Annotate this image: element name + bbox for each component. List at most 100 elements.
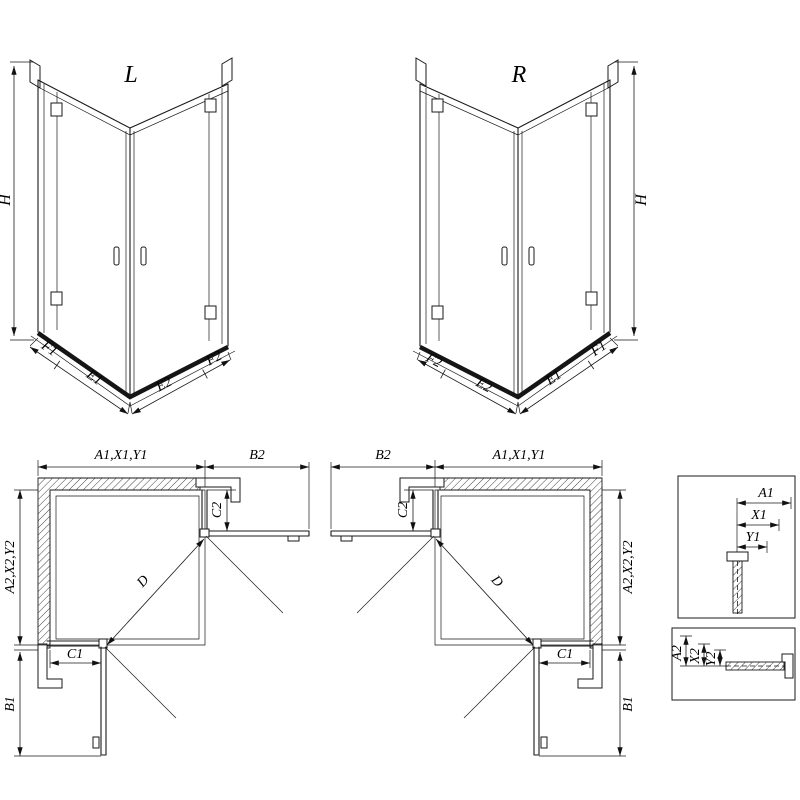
iso-view-left: L H F1 E1 E2 F2 xyxy=(0,57,236,415)
shower-tray-edge xyxy=(36,331,230,400)
wall-profile xyxy=(726,551,749,562)
hinge-icon xyxy=(532,638,542,649)
plan-view-right: D B2 A1,X1,Y1 C2 A2,X2,Y2 B1 C1 xyxy=(330,448,636,757)
dim-label-f1: F1 xyxy=(588,339,610,361)
dim-label-c2: C2 xyxy=(210,502,225,518)
wall-profile xyxy=(399,477,445,503)
open-door-top xyxy=(330,530,432,537)
dim-label-b1: B1 xyxy=(3,696,18,712)
open-door-bottom xyxy=(533,646,540,756)
wall-profile xyxy=(37,643,63,689)
door-handle-icon xyxy=(113,246,120,266)
plan-view-left: D A1,X1,Y1 B2 C2 A2,X2,Y2 B1 C1 xyxy=(3,448,310,757)
door-handle-icon xyxy=(340,535,353,542)
extension-lines xyxy=(14,489,101,757)
dim-label-c1: C1 xyxy=(67,647,83,662)
vertical-edges xyxy=(419,79,611,397)
dim-tick xyxy=(440,369,446,379)
bottom-extension-lines xyxy=(29,337,232,414)
door-handle-icon xyxy=(287,535,300,542)
shower-tray-edge xyxy=(418,331,612,400)
door-handle-icon xyxy=(528,246,535,266)
door-handle-icon xyxy=(92,736,100,749)
top-edges-inner xyxy=(37,86,229,136)
wall-section xyxy=(439,477,603,649)
door-swing-lines xyxy=(104,535,284,719)
wall-profile xyxy=(781,653,794,679)
variant-label-right: R xyxy=(511,62,527,88)
wall-section xyxy=(37,477,201,649)
door-split-edges xyxy=(56,92,210,341)
fixed-panel-bottom xyxy=(540,640,594,647)
hinge-icon xyxy=(431,305,444,320)
dim-line-d xyxy=(435,538,534,646)
wall-profile-top-right xyxy=(221,57,233,87)
dim-line-f1-e1 xyxy=(29,346,129,415)
dim-label-a1: A1,X1,Y1 xyxy=(492,448,546,463)
dim-label-f2: F2 xyxy=(203,349,225,370)
door-swing-lines xyxy=(356,535,536,719)
top-edges-inner xyxy=(419,86,611,136)
open-door-top xyxy=(208,530,310,537)
glass-edges xyxy=(43,84,223,394)
dim-tick xyxy=(587,360,595,370)
dim-label-f2: F2 xyxy=(422,350,444,371)
hinge-icon xyxy=(585,102,598,117)
door-handle-icon xyxy=(540,736,548,749)
hinge-icon xyxy=(204,305,217,320)
hinge-icon xyxy=(431,98,444,113)
fixed-panel-right xyxy=(201,489,208,532)
extension-lines xyxy=(539,489,626,757)
dim-label-f1: F1 xyxy=(38,338,60,360)
dim-label-c2: C2 xyxy=(396,502,411,518)
dim-label-b2: B2 xyxy=(375,448,391,463)
door-handle-icon xyxy=(140,246,147,266)
bottom-extension-lines xyxy=(416,337,619,414)
hinge-icon xyxy=(199,528,210,538)
dim-label-d: D xyxy=(487,572,506,590)
dim-label-h: H xyxy=(0,193,14,207)
hinge-icon xyxy=(430,528,441,538)
dim-tick xyxy=(53,360,61,370)
detail-box-horizontal: A2 X2 Y2 xyxy=(670,627,796,701)
dim-line-e1-f1 xyxy=(519,346,619,415)
dim-label-a2: A2 xyxy=(670,645,685,662)
h-extension-lines xyxy=(10,61,34,341)
dim-label-d: D xyxy=(134,573,153,591)
door-handle-icon xyxy=(501,246,508,266)
dim-label-b2: B2 xyxy=(249,448,265,463)
dim-label-e2: E2 xyxy=(153,375,175,396)
open-door-bottom xyxy=(100,646,107,756)
wall-profile xyxy=(195,477,241,503)
tray-outline xyxy=(434,489,591,646)
wall-profile xyxy=(577,643,603,689)
tray-outline xyxy=(49,489,206,646)
h-extension-lines xyxy=(614,61,638,341)
dim-line-d xyxy=(106,538,205,646)
door-split-edges xyxy=(438,92,592,341)
vertical-edges xyxy=(37,79,229,397)
hinge-icon xyxy=(50,291,63,306)
dim-label-y2: Y2 xyxy=(704,652,719,667)
dim-label-h: H xyxy=(633,193,650,207)
extension-lines xyxy=(37,460,310,529)
extension-lines xyxy=(330,460,603,529)
variant-label-left: L xyxy=(123,62,137,88)
dim-line-f2-e2 xyxy=(417,359,517,415)
dim-tick xyxy=(202,369,208,379)
dim-label-a1: A1,X1,Y1 xyxy=(94,448,148,463)
dim-label-b1: B1 xyxy=(621,696,636,712)
dim-label-y1: Y1 xyxy=(746,530,761,545)
fixed-panel-bottom xyxy=(46,640,100,647)
hinge-icon xyxy=(585,291,598,306)
fixed-panel-left xyxy=(432,489,439,532)
hinge-icon xyxy=(50,102,63,117)
dim-line-e2-f2 xyxy=(131,359,231,415)
dim-label-a2: A2,X2,Y2 xyxy=(3,541,18,595)
dim-label-a1: A1 xyxy=(757,486,774,501)
glass-edges xyxy=(425,84,605,394)
dim-label-c1: C1 xyxy=(557,647,573,662)
wall-profile-top-left xyxy=(415,57,427,87)
